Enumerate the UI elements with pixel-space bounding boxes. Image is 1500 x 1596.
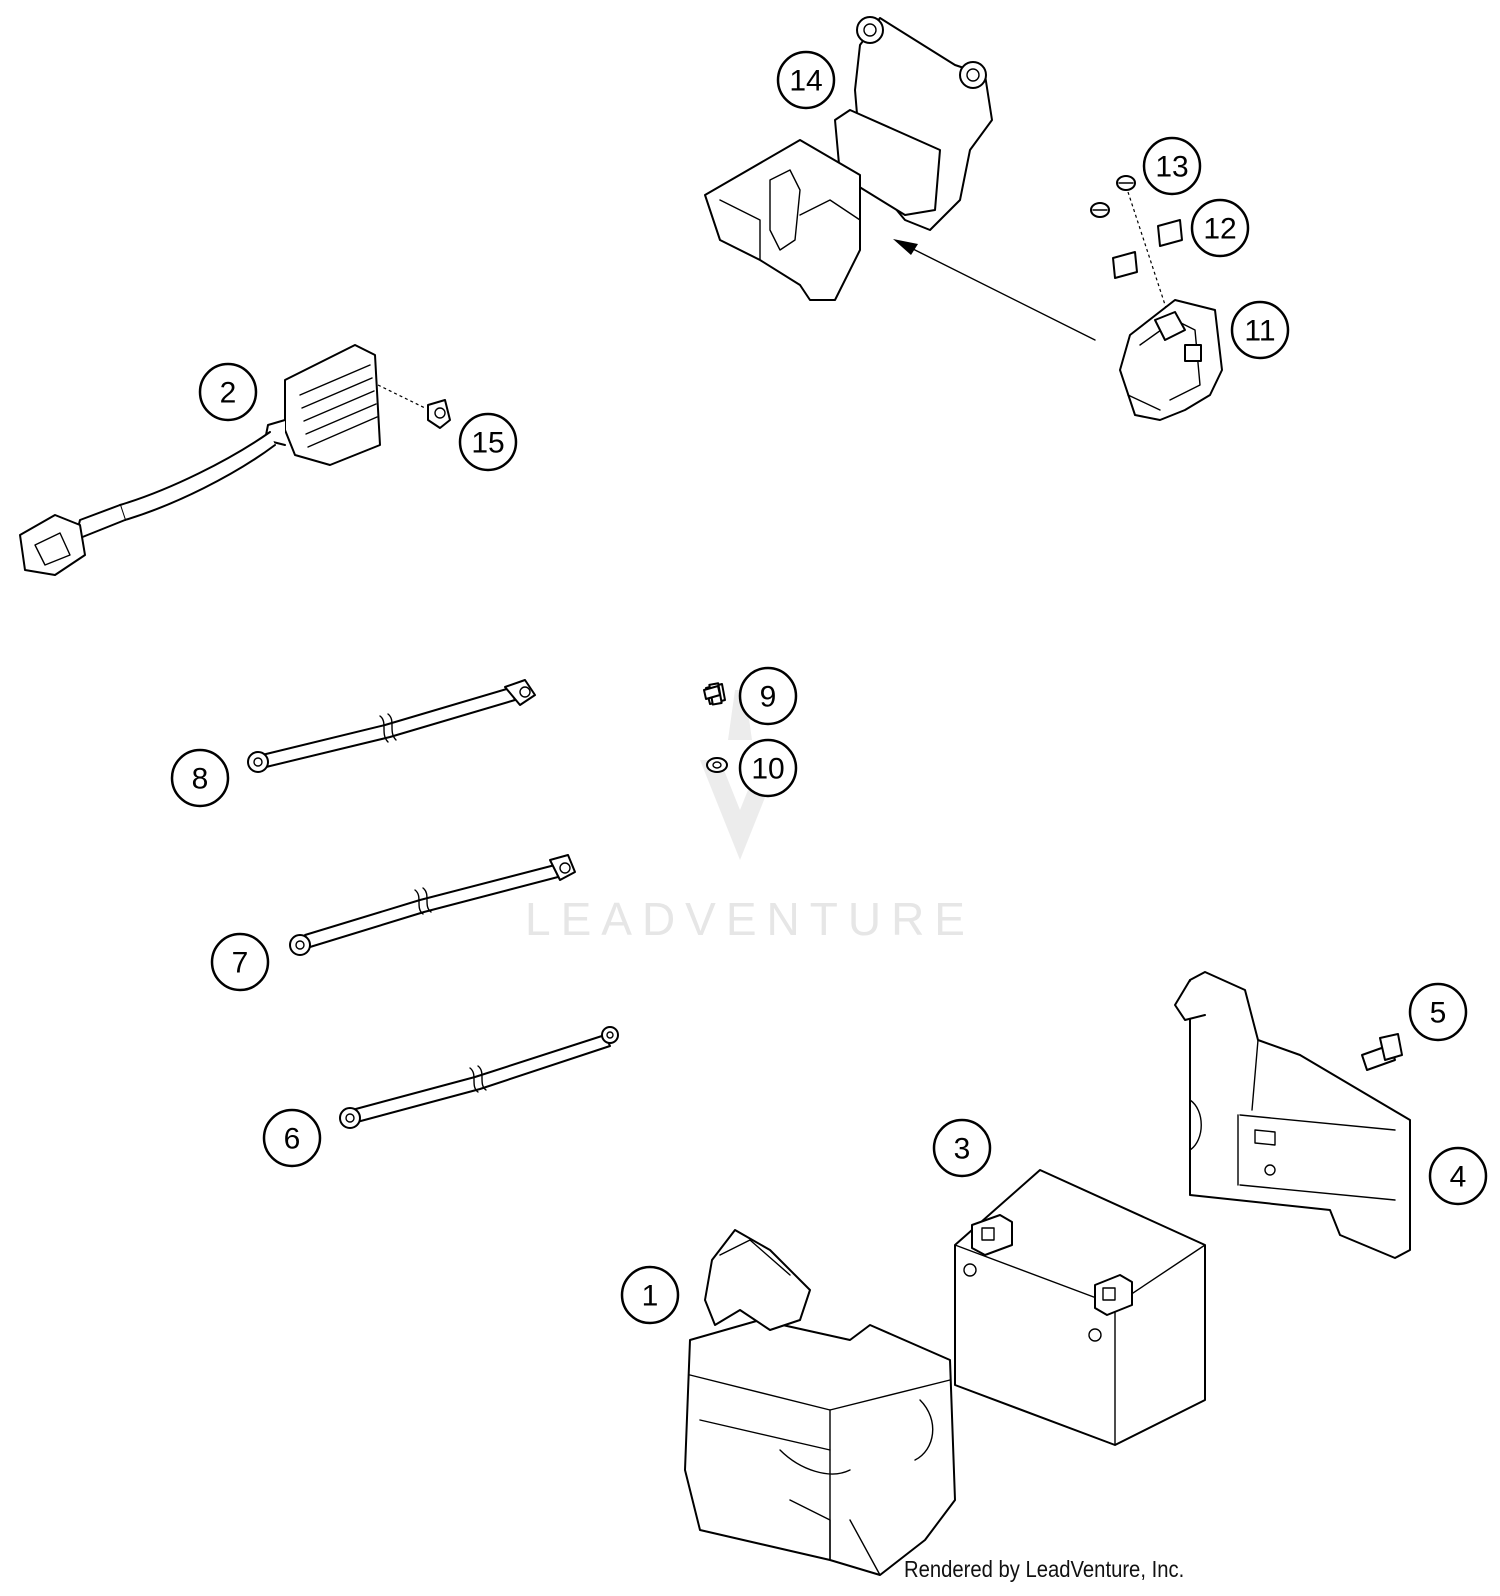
- callout-2: 2: [198, 362, 258, 422]
- part-battery-cover[interactable]: [1174, 971, 1411, 1259]
- callout-number: 12: [1203, 213, 1236, 246]
- part-screw-5[interactable]: [1361, 1033, 1403, 1071]
- part-screw-13[interactable]: [1090, 175, 1171, 321]
- callout-1: 1: [620, 1265, 680, 1325]
- assembly-arrow: [893, 239, 1096, 341]
- callout-9: 9: [738, 666, 798, 726]
- callout-5: 5: [1408, 982, 1468, 1042]
- watermark-text: LEADVENTURE: [525, 893, 975, 945]
- part-battery[interactable]: [954, 1169, 1206, 1446]
- part-voltage-regulator[interactable]: [19, 344, 426, 576]
- part-starter-relay[interactable]: [1119, 299, 1223, 421]
- callout-4: 4: [1428, 1146, 1488, 1206]
- part-screw-15[interactable]: [427, 399, 451, 429]
- callout-number: 10: [751, 753, 784, 786]
- part-nut-10[interactable]: [706, 757, 728, 773]
- callout-number: 1: [642, 1280, 659, 1313]
- callout-number: 13: [1155, 151, 1188, 184]
- callout-15: 15: [458, 412, 518, 472]
- watermark: LEADVENTURE: [525, 690, 975, 945]
- callout-number: 15: [471, 427, 504, 460]
- callout-number: 14: [789, 65, 822, 98]
- callout-number: 5: [1430, 997, 1447, 1030]
- callout-10: 10: [738, 738, 798, 798]
- part-relay-holder[interactable]: [704, 16, 993, 301]
- callout-6: 6: [262, 1108, 322, 1168]
- part-cable-8[interactable]: [247, 679, 536, 773]
- callout-number: 2: [220, 377, 237, 410]
- callout-13: 13: [1142, 136, 1202, 196]
- callout-7: 7: [210, 932, 270, 992]
- callout-number: 3: [954, 1133, 971, 1166]
- part-battery-box[interactable]: [684, 1229, 956, 1576]
- callout-3: 3: [932, 1118, 992, 1178]
- part-cable-7[interactable]: [289, 854, 576, 956]
- callout-8: 8: [170, 748, 230, 808]
- callout-14: 14: [776, 50, 836, 110]
- callout-number: 6: [284, 1123, 301, 1156]
- callout-number: 7: [232, 947, 249, 980]
- footer-credit: Rendered by LeadVenture, Inc.: [904, 1556, 1185, 1582]
- part-cable-6[interactable]: [339, 1026, 619, 1129]
- part-bolt-9[interactable]: [703, 682, 726, 706]
- callout-number: 4: [1450, 1161, 1467, 1194]
- part-fuse[interactable]: [1112, 219, 1183, 279]
- callout-number: 9: [760, 681, 777, 714]
- callout-number: 8: [192, 763, 209, 796]
- callout-11: 11: [1230, 300, 1290, 360]
- callout-12: 12: [1190, 198, 1250, 258]
- callout-number: 11: [1244, 315, 1275, 348]
